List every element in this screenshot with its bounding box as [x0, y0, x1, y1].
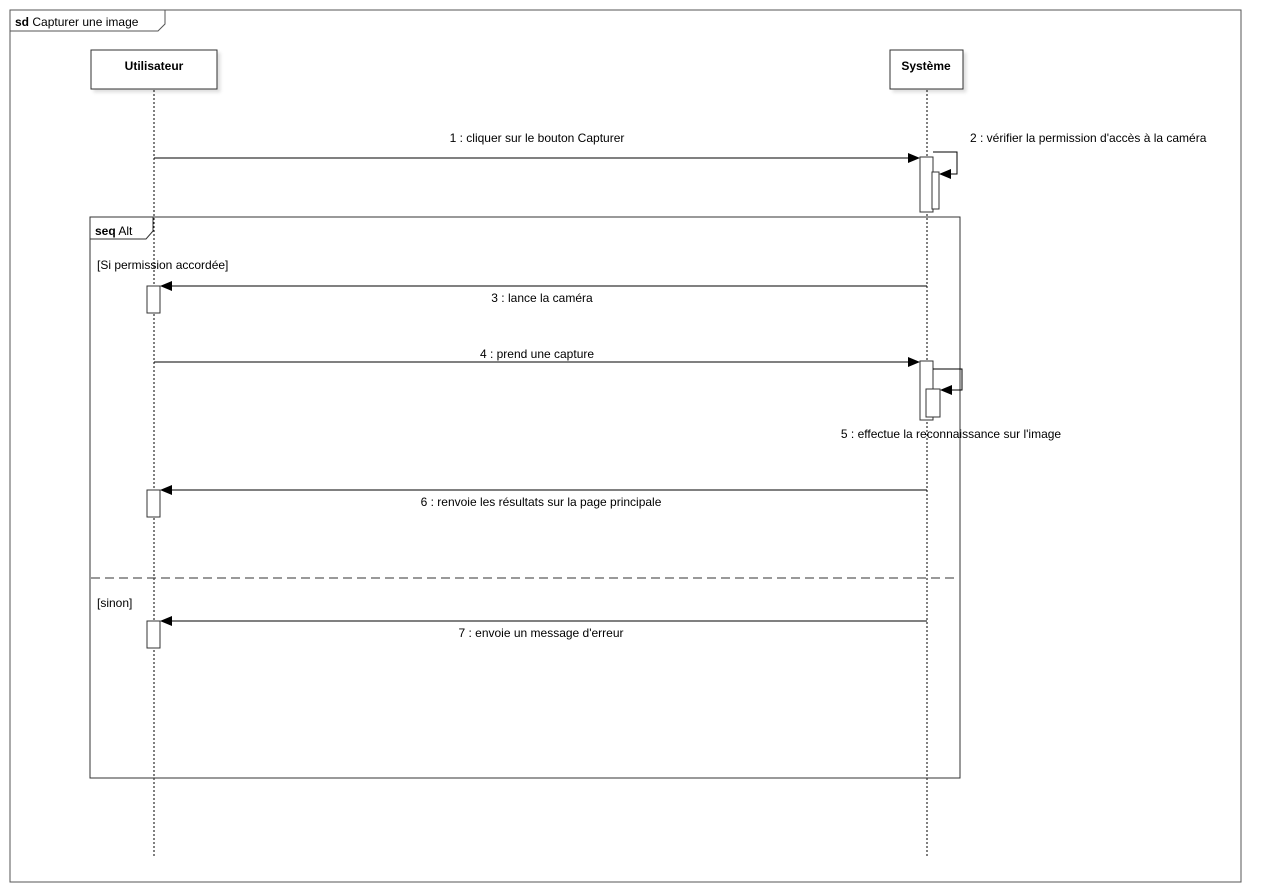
arrowhead	[160, 485, 172, 495]
message-1: 1 : cliquer sur le bouton Capturer	[154, 131, 920, 163]
fragment-label: seq Alt	[95, 224, 133, 238]
message-label: 5 : effectue la reconnaissance sur l'ima…	[841, 427, 1062, 441]
diagram-frame: sd Capturer une image	[9, 9, 1242, 883]
arrowhead	[908, 153, 920, 163]
message-label: 3 : lance la caméra	[491, 291, 593, 305]
arrowhead	[939, 169, 951, 179]
alt-fragment: seq Alt [Si permission accordée] [sinon]	[89, 216, 961, 779]
frame-title: sd Capturer une image	[15, 15, 139, 29]
lifeline-system: Système	[889, 49, 964, 856]
message-2: 2 : vérifier la permission d'accès à la …	[933, 131, 1207, 179]
activation-user-3	[146, 620, 161, 649]
lifeline-name-system: Système	[901, 59, 951, 73]
message-4: 4 : prend une capture	[154, 347, 920, 367]
guard-permission-granted: [Si permission accordée]	[97, 258, 228, 272]
activations	[146, 156, 941, 649]
arrowhead	[940, 385, 952, 395]
activation-system-1	[919, 156, 934, 213]
lifeline-user: Utilisateur	[90, 49, 218, 856]
arrowhead	[160, 281, 172, 291]
lifeline-head-user	[90, 49, 218, 90]
activation-system-2-nested	[925, 388, 941, 418]
activation-system-1-nested	[931, 171, 940, 210]
lifeline-name-user: Utilisateur	[125, 59, 184, 73]
message-6: 6 : renvoie les résultats sur la page pr…	[160, 485, 927, 509]
activation-user-1	[146, 285, 161, 314]
message-label: 6 : renvoie les résultats sur la page pr…	[421, 495, 662, 509]
arrowhead	[160, 616, 172, 626]
lifeline-head-system	[889, 49, 964, 90]
guard-else: [sinon]	[97, 596, 132, 610]
message-label: 1 : cliquer sur le bouton Capturer	[450, 131, 625, 145]
message-label: 7 : envoie un message d'erreur	[458, 626, 623, 640]
activation-user-2	[146, 489, 161, 518]
arrowhead	[908, 357, 920, 367]
message-7: 7 : envoie un message d'erreur	[160, 616, 927, 640]
message-5: 5 : effectue la reconnaissance sur l'ima…	[841, 368, 1062, 441]
message-label: 2 : vérifier la permission d'accès à la …	[970, 131, 1207, 145]
message-label: 4 : prend une capture	[480, 347, 594, 361]
message-3: 3 : lance la caméra	[160, 281, 927, 305]
